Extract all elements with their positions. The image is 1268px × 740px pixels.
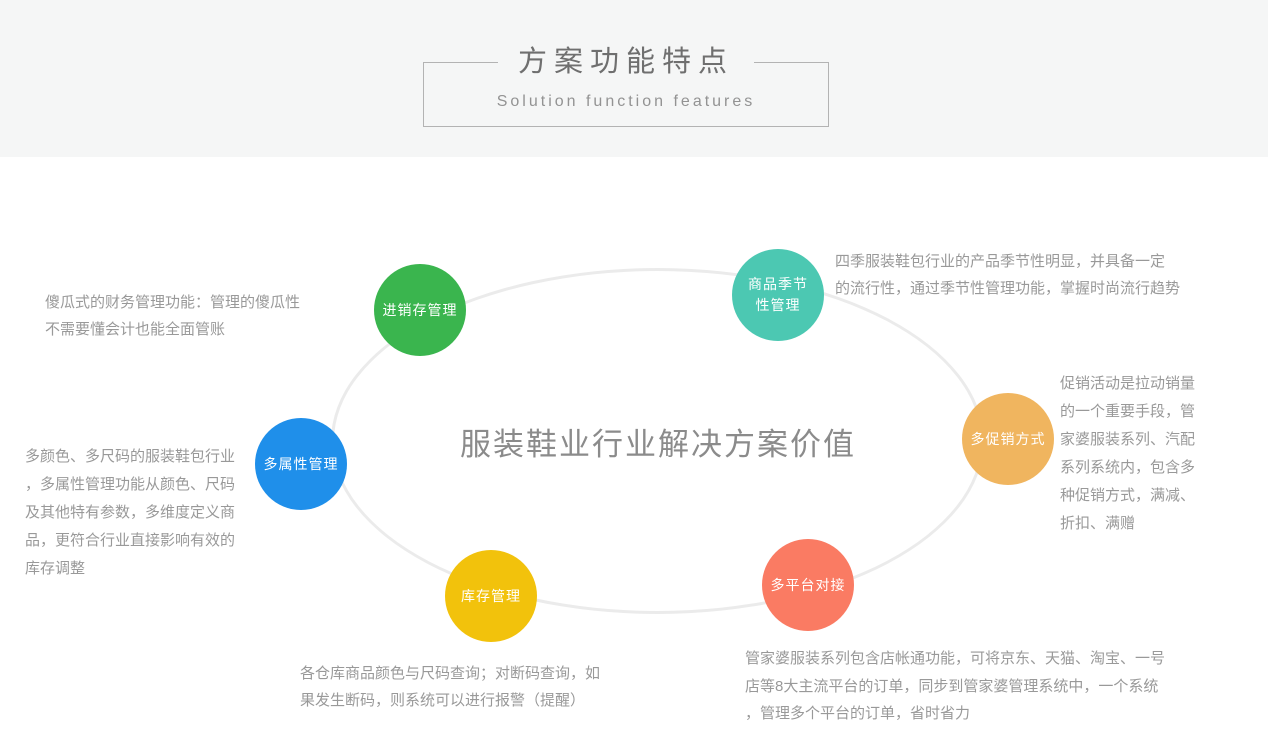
note-finance-management: 傻瓜式的财务管理功能：管理的傻瓜性 不需要懂会计也能全面管账 (45, 289, 300, 343)
node-label: 多属性管理 (263, 455, 339, 472)
note-line: 促销活动是拉动销量 (1060, 375, 1196, 392)
node-multi-attribute: 多属性管理 (255, 418, 347, 510)
note-inventory: 各仓库商品颜色与尺码查询；对断码查询，如 果发生断码，则系统可以进行报警（提醒） (300, 660, 600, 714)
note-line: 种促销方式，满减、 (1060, 487, 1196, 504)
node-inventory: 库存管理 (445, 550, 537, 642)
note-line: ，管理多个平台的订单，省时省力 (745, 705, 971, 722)
note-line: 系列系统内，包含多 (1060, 459, 1196, 476)
node-label: 多平台对接 (770, 576, 846, 593)
note-line: 多颜色、多尺码的服装鞋包行业 (25, 448, 236, 465)
node-label: 商品季节性管理 (748, 276, 808, 313)
note-seasonality: 四季服装鞋包行业的产品季节性明显，并具备一定 的流行性，通过季节性管理功能，掌握… (835, 248, 1180, 302)
note-line: 果发生断码，则系统可以进行报警（提醒） (300, 692, 586, 709)
note-line: 不需要懂会计也能全面管账 (45, 321, 226, 338)
note-line: 各仓库商品颜色与尺码查询；对断码查询，如 (300, 665, 601, 682)
node-multi-promotion: 多促销方式 (962, 393, 1054, 485)
header-band: 方案功能特点 Solution function features (0, 0, 1268, 157)
note-line: 库存调整 (25, 560, 86, 577)
node-purchase-sales-inventory: 进销存管理 (374, 264, 466, 356)
note-line: 傻瓜式的财务管理功能：管理的傻瓜性 (45, 294, 301, 311)
node-label: 库存管理 (461, 587, 521, 604)
node-label: 多促销方式 (970, 430, 1046, 447)
note-multi-platform: 管家婆服装系列包含店帐通功能，可将京东、天猫、淘宝、一号 店等8大主流平台的订单… (745, 645, 1165, 728)
note-line: 四季服装鞋包行业的产品季节性明显，并具备一定 (835, 253, 1166, 270)
node-label: 进销存管理 (382, 301, 458, 318)
note-line: 的流行性，通过季节性管理功能，掌握时尚流行趋势 (835, 280, 1181, 297)
note-line: 店等8大主流平台的订单，同步到管家婆管理系统中，一个系统 (745, 677, 1159, 695)
section-title: 方案功能特点 (497, 42, 755, 82)
note-line: 折扣、满赠 (1060, 515, 1136, 532)
note-line: 及其他特有参数，多维度定义商 (25, 504, 236, 521)
note-line: 的一个重要手段，管 (1060, 403, 1196, 420)
section-subtitle: Solution function features (496, 93, 756, 110)
note-line: 品，更符合行业直接影响有效的 (25, 532, 236, 549)
note-line: 家婆服装系列、汽配 (1060, 431, 1196, 448)
note-multi-attribute: 多颜色、多尺码的服装鞋包行业 ，多属性管理功能从颜色、尺码 及其他特有参数，多维… (25, 443, 235, 583)
node-product-seasonality: 商品季节性管理 (732, 249, 824, 341)
note-line: ，多属性管理功能从颜色、尺码 (25, 476, 236, 493)
note-promotion: 促销活动是拉动销量 的一个重要手段，管 家婆服装系列、汽配 系列系统内，包含多 … (1060, 370, 1195, 538)
section-title-box: 方案功能特点 Solution function features (423, 42, 829, 127)
node-multi-platform: 多平台对接 (762, 539, 854, 631)
note-line: 管家婆服装系列包含店帐通功能，可将京东、天猫、淘宝、一号 (745, 650, 1166, 667)
diagram-center-title: 服装鞋业行业解决方案价值 (460, 427, 856, 462)
